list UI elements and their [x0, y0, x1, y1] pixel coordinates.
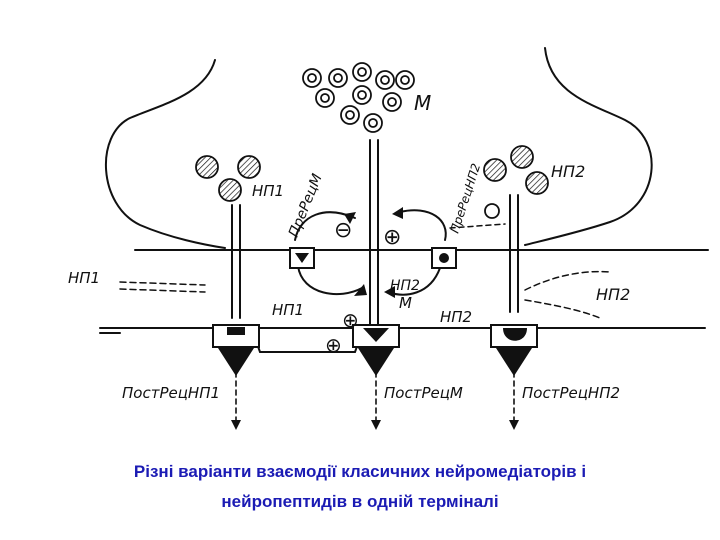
label-np1-left: НП1: [68, 269, 100, 287]
post-np1-cone: [218, 348, 254, 376]
caption-line-2: нейропептидів в одній терміналі: [0, 492, 720, 512]
label-post-np2: ПостРецНП2: [522, 384, 620, 402]
label-post-m: ПостРецМ: [384, 384, 463, 402]
diagram-svg: М НП1 НП2 ПреРецМ ПреРецНП2 НП1 НП1 НП2 …: [0, 0, 720, 460]
label-np2-mid: НП2: [390, 278, 420, 294]
label-np1-top: НП1: [252, 182, 284, 200]
plus-sign-bottom: ⊕: [325, 333, 342, 357]
label-np1-mid: НП1: [272, 301, 304, 319]
label-m-top: М: [414, 91, 431, 115]
caption-line-1: Різні варіанти взаємодії класичних нейро…: [0, 462, 720, 482]
minus-sign: ⊖: [334, 218, 352, 243]
label-np2-right: НП2: [596, 285, 630, 304]
post-np1-arrowhead: [231, 420, 241, 430]
post-interaction-connector: [255, 338, 360, 352]
post-rec-np1-slot: [227, 327, 245, 335]
label-m-mid: М: [399, 294, 412, 312]
np2-tube: [510, 195, 518, 312]
np2-vesicle: [484, 159, 506, 181]
label-np2-low: НП2: [440, 308, 472, 326]
np1-vesicle: [196, 156, 218, 178]
pres-rec-np2-ligand: [439, 253, 449, 263]
post-np2-cone: [496, 348, 532, 376]
np1-vesicle: [219, 179, 241, 201]
np1-tube: [232, 205, 240, 318]
feedback-arrow-np2: [400, 210, 446, 240]
post-m-cone: [358, 348, 394, 376]
plus-sign-upper: ⊕: [383, 225, 401, 250]
np1-vesicle: [238, 156, 260, 178]
terminal-outline-left: [106, 60, 225, 248]
post-m-arrowhead: [371, 420, 381, 430]
feedback-arrow-m-left-down: [298, 266, 362, 294]
np1-diffusion-line: [120, 282, 205, 285]
label-post-np1: ПостРецНП1: [122, 384, 220, 402]
label-np2-top: НП2: [551, 162, 585, 181]
m-vesicle-cluster: [303, 63, 414, 132]
np2-vesicle: [511, 146, 533, 168]
label-pres-rec-m: ПреРецМ: [286, 172, 326, 240]
plus-sign-lower: ⊕: [342, 308, 359, 332]
post-np2-arrowhead: [509, 420, 519, 430]
m-tube: [370, 140, 378, 328]
np2-diffusion-line-2: [525, 300, 600, 318]
feedback-arrowhead-right: [392, 207, 403, 219]
np2-released-vesicle: [485, 204, 499, 218]
np2-vesicle: [526, 172, 548, 194]
terminal-outline-right: [525, 48, 652, 245]
label-pres-rec-np2: ПреРецНП2: [448, 162, 484, 235]
np1-diffusion-line-2: [120, 289, 205, 292]
